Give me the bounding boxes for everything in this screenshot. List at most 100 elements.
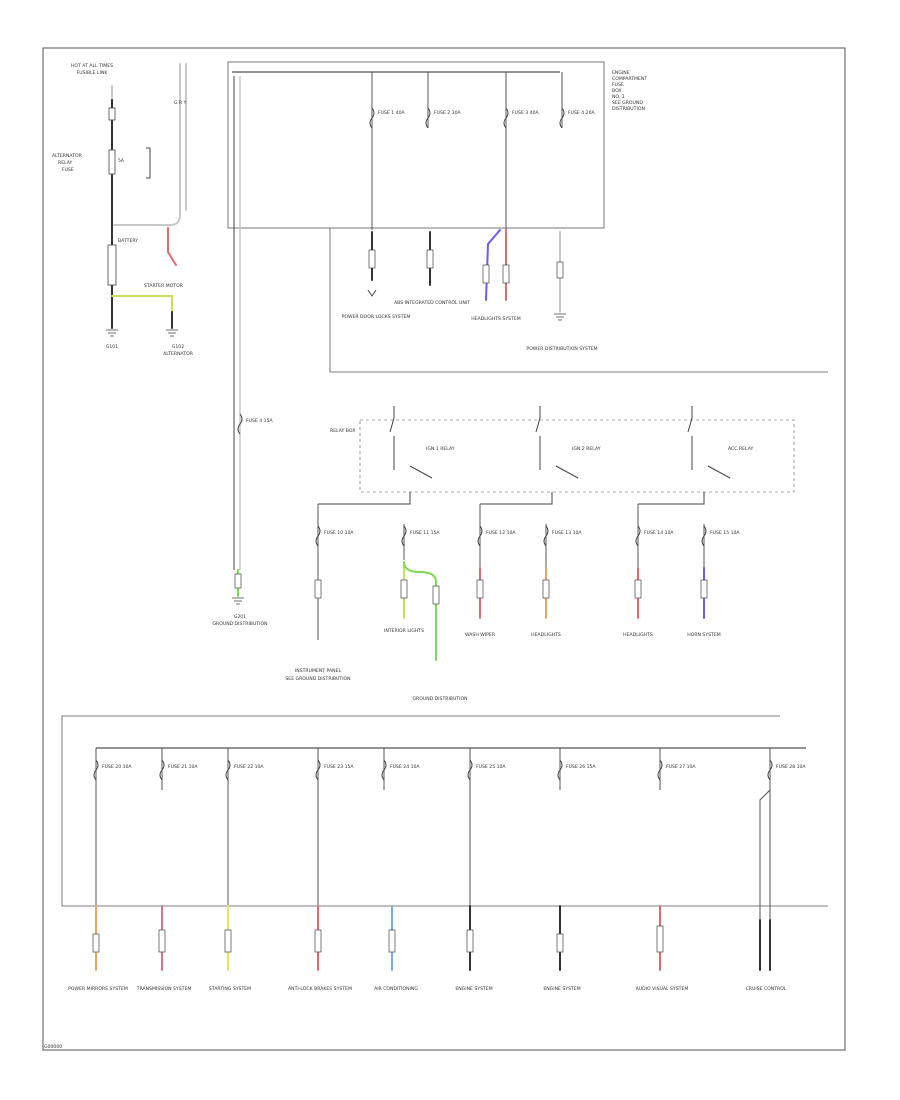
mid-fuse-symbol: [237, 413, 243, 435]
mid-connector-7: [700, 579, 708, 599]
sheet-footer-code: G00000: [44, 1044, 62, 1050]
fusible-link-label: FUSIBLE LINK: [77, 70, 109, 76]
bot-fuse-label-2: FUSE 21 10A: [168, 764, 198, 770]
grey-feed-wire: [111, 63, 181, 226]
bot-fuse-sym-4: [315, 759, 321, 781]
top-fuse-label-4: FUSE 4 20A: [568, 110, 596, 116]
fuse-link-element: [108, 107, 116, 121]
bot-load-label-5: AIR CONDITIONING: [374, 986, 418, 992]
bot-connector-7: [556, 933, 564, 953]
mid-connector-5: [542, 579, 550, 599]
bot-fuse-sym-8: [657, 759, 663, 781]
mid-fuse-sym-2: [401, 525, 407, 547]
mid-ground-label: G201: [234, 614, 246, 620]
mid-fuse-label-4: FUSE 13 10A: [552, 530, 582, 536]
bot-fuse-sym-9: [767, 759, 773, 781]
bot-load-label-8: AUDIO VISUAL SYSTEM: [636, 986, 689, 992]
mid-load-label-5: WASH WIPER: [465, 632, 496, 638]
relay-out-bus-1: [318, 492, 411, 505]
bot-connector-1: [92, 933, 100, 953]
bot-fuse-label-8: FUSE 27 10A: [666, 764, 696, 770]
relay-box: [359, 419, 795, 493]
alternator-side-label-3: FUSE: [62, 167, 74, 173]
bot-fuse-label-6: FUSE 25 10A: [476, 764, 506, 770]
bot-load-label-7: ENGINE SYSTEM: [543, 986, 580, 992]
main-ground: [232, 597, 244, 605]
grey-wire-label: G R Y: [174, 100, 187, 106]
mid-fuse-label-1: FUSE 10 10A: [324, 530, 354, 536]
alt-yellow-wire: [111, 295, 173, 313]
fuse-bracket: [146, 147, 151, 179]
mid-load-label-4: GROUND DISTRIBUTION: [412, 696, 467, 702]
top-fuse-label-3: FUSE 3 40A: [512, 110, 540, 116]
top-arrow-1: [367, 289, 377, 297]
bot-connector-2: [158, 929, 166, 953]
top-legend-4: NO. 1: [612, 94, 625, 100]
bot-connector-5: [388, 929, 396, 953]
top-load-label-3: HEADLIGHTS SYSTEM: [471, 316, 520, 322]
battery-red-wire: [167, 227, 177, 266]
bot-connector-4: [314, 929, 322, 953]
relay-1-switch: [389, 406, 433, 479]
bot-fuse-label-9: FUSE 28 10A: [776, 764, 806, 770]
bot-drop-9: [759, 748, 771, 920]
mid-main-fuse-label: FUSE 4 15A: [246, 418, 274, 424]
bot-connector-3: [224, 929, 232, 953]
top-fuse-symbol-2: [425, 107, 431, 129]
top-fuse-label-1: FUSE 1 40A: [378, 110, 406, 116]
bottom-section: FUSE 20 10A FUSE 21 10A FUSE 22 10A FUSE…: [61, 715, 828, 992]
relay-label-2: IGN 2 RELAY: [572, 446, 601, 452]
mid-load-label-2: SEE GROUND DISTRIBUTION: [285, 676, 350, 682]
top-connector-2: [426, 249, 434, 269]
bot-fuse-label-1: FUSE 20 10A: [102, 764, 132, 770]
mid-ground-dist-label: GROUND DISTRIBUTION: [212, 621, 267, 627]
mid-load-label-1: INSTRUMENT PANEL: [295, 668, 342, 674]
relay-label-1: IGN 1 RELAY: [426, 446, 455, 452]
mid-load-label-8: HORN SYSTEM: [687, 632, 721, 638]
mid-fuse-label-3: FUSE 12 10A: [486, 530, 516, 536]
top-connector-1: [368, 249, 376, 269]
top-bus-section: ENGINE COMPARTMENT FUSE BOX NO. 1 SEE GR…: [227, 61, 828, 373]
main-connector: [234, 573, 242, 589]
mid-connector-1: [314, 579, 322, 599]
starter-label: STARTER MOTOR: [144, 283, 184, 289]
sheet-frame: [42, 47, 846, 1051]
mid-connector-4: [476, 579, 484, 599]
mid-connector-3: [432, 585, 440, 605]
mid-fuse-sym-3: [477, 525, 483, 547]
top-legend-6: DISTRIBUTION: [612, 106, 645, 112]
top-legend-3: BOX: [612, 88, 622, 94]
bot-load-label-3: STARTING SYSTEM: [209, 986, 251, 992]
mid-fuse-sym-5: [635, 525, 641, 547]
relay-label-3: ACC RELAY: [728, 446, 753, 452]
top-legend-2: FUSE: [612, 82, 624, 88]
top-load-label-4: POWER DISTRIBUTION SYSTEM: [526, 346, 597, 352]
ground-symbol-1: [106, 329, 118, 337]
mid-connector-6: [634, 579, 642, 599]
bot-load-label-1: POWER MIRRORS SYSTEM: [68, 986, 128, 992]
bot-fuse-sym-3: [225, 759, 231, 781]
mid-load-label-3: INTERIOR LIGHTS: [384, 628, 424, 634]
relay-3-switch: [687, 406, 731, 479]
ground-symbol-2: [166, 329, 178, 337]
top-connector-4: [502, 264, 510, 284]
bot-load-label-2: TRANSMISSION SYSTEM: [136, 986, 192, 992]
relay-out-bus-2: [480, 492, 553, 505]
relay-section: RELAY BOX IGN 1 RELAY IGN 2 RELAY ACC RE…: [285, 406, 795, 702]
bot-load-label-6: ENGINE SYSTEM: [455, 986, 492, 992]
alternator-side-label-2: RELAY: [58, 160, 73, 166]
bot-fuse-sym-6: [467, 759, 473, 781]
bot-load-label-4: ANTI-LOCK BRAKES SYSTEM: [288, 986, 352, 992]
relay-box-label: RELAY BOX: [330, 428, 355, 434]
top-load-label-2: ABS INTEGRATED CONTROL UNIT: [394, 300, 470, 306]
mid-fuse-label-6: FUSE 15 10A: [710, 530, 740, 536]
ground-label-g102: G102: [172, 344, 184, 350]
mid-fuse-sym-1: [315, 525, 321, 547]
mid-fuse-sym-6: [701, 525, 707, 547]
mid-fuse-sym-4: [543, 525, 549, 547]
top-lower-box: [329, 228, 828, 373]
top-legend-1: COMPARTMENT: [612, 76, 647, 82]
top-fuse-symbol-3: [503, 107, 509, 129]
top-ground-5: [554, 313, 566, 321]
